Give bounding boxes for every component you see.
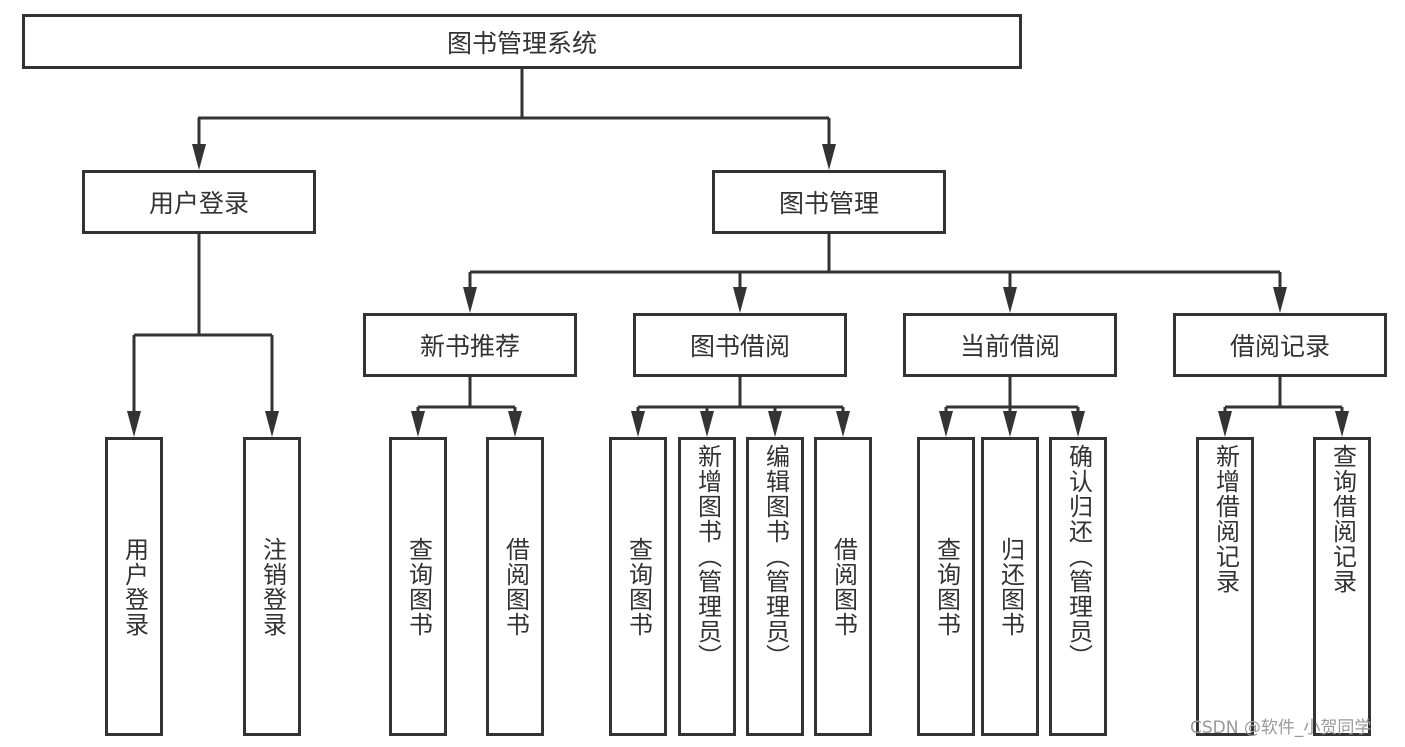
node-label: 新书推荐	[419, 332, 520, 361]
arrowhead	[1003, 411, 1017, 437]
arrowhead	[192, 144, 206, 170]
node-book: 图书管理	[712, 170, 946, 234]
arrowhead	[1218, 411, 1232, 437]
arrowhead	[836, 411, 850, 437]
leaf-node: 查询图书	[609, 437, 667, 736]
root-node: 图书管理系统	[22, 14, 1022, 69]
node-label: 新增借阅记录	[1211, 444, 1240, 594]
node-label: 图书借阅	[689, 332, 790, 361]
arrowhead	[463, 287, 477, 313]
node-label: 借阅图书	[829, 536, 858, 637]
leaf-node: 查询借阅记录	[1313, 437, 1371, 736]
leaf-node: 用户登录	[105, 437, 163, 736]
node-label: 借阅图书	[501, 536, 530, 637]
node-label: 查询图书	[932, 536, 961, 637]
watermark: CSDN @软件_小贺同学	[1190, 718, 1372, 738]
leaf-node: 新增借阅记录	[1196, 437, 1254, 736]
arrowhead	[822, 144, 836, 170]
leaf-node: 归还图书	[981, 437, 1039, 736]
node-label: 注销登录	[258, 536, 287, 637]
node-record: 借阅记录	[1173, 313, 1387, 377]
leaf-node: 确认归还（管理员）	[1049, 437, 1107, 736]
leaf-node: 查询图书	[389, 437, 447, 736]
node-label: 确认归还（管理员）	[1064, 444, 1093, 669]
arrowhead	[700, 411, 714, 437]
arrowhead	[1071, 411, 1085, 437]
arrowhead	[411, 411, 425, 437]
arrowhead	[939, 411, 953, 437]
node-label: 新增图书（管理员）	[693, 444, 722, 669]
node-current: 当前借阅	[903, 313, 1117, 377]
arrowhead	[1335, 411, 1349, 437]
leaf-node: 编辑图书（管理员）	[746, 437, 804, 736]
leaf-node: 注销登录	[243, 437, 301, 736]
node-label: 用户登录	[120, 536, 149, 637]
arrowhead	[631, 411, 645, 437]
node-label: 归还图书	[996, 536, 1025, 637]
arrowhead	[733, 287, 747, 313]
node-label: 编辑图书（管理员）	[761, 444, 790, 669]
node-login: 用户登录	[82, 170, 316, 234]
leaf-node: 查询图书	[917, 437, 975, 736]
leaf-node: 新增图书（管理员）	[678, 437, 736, 736]
leaf-node: 借阅图书	[814, 437, 872, 736]
node-label: 借阅记录	[1229, 332, 1330, 361]
node-label: 查询图书	[624, 536, 653, 637]
node-label: 用户登录	[148, 189, 249, 218]
node-label: 图书管理系统	[446, 28, 597, 58]
node-label: 当前借阅	[959, 332, 1060, 361]
arrowhead	[1273, 287, 1287, 313]
node-label: 查询借阅记录	[1328, 444, 1357, 594]
node-borrow: 图书借阅	[633, 313, 847, 377]
arrowhead	[127, 411, 141, 437]
arrowhead	[768, 411, 782, 437]
arrowhead	[508, 411, 522, 437]
node-label: 图书管理	[778, 189, 879, 218]
leaf-node: 借阅图书	[486, 437, 544, 736]
arrowhead	[265, 411, 279, 437]
node-new: 新书推荐	[363, 313, 577, 377]
node-label: 查询图书	[404, 536, 433, 637]
arrowhead	[1003, 287, 1017, 313]
